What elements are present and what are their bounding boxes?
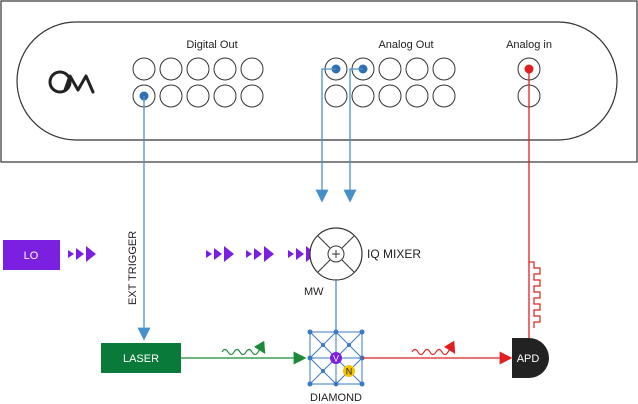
analog-out-port[interactable] <box>432 84 456 108</box>
analog-out-port[interactable] <box>405 57 429 81</box>
analog-out-port[interactable] <box>351 84 375 108</box>
digital-out-port[interactable] <box>213 57 237 81</box>
digital-out-port[interactable] <box>240 57 264 81</box>
apd-label: APD <box>517 353 540 365</box>
laser-box[interactable] <box>101 343 181 373</box>
analog-in-label: Analog in <box>506 39 552 51</box>
digital-out-port[interactable] <box>186 57 210 81</box>
analog-out-line-i <box>315 68 336 203</box>
digital-out-port[interactable] <box>186 84 210 108</box>
laser-label: LASER <box>123 353 159 365</box>
digital-out-port[interactable] <box>132 57 156 81</box>
analog-out-ports <box>324 57 456 108</box>
analog-out-port[interactable] <box>378 84 402 108</box>
nv-n-label: N <box>346 367 353 377</box>
lo-box[interactable] <box>3 240 60 270</box>
analog-out-port[interactable] <box>378 57 402 81</box>
digital-out-port[interactable] <box>159 57 183 81</box>
digital-out-port[interactable] <box>240 84 264 108</box>
controller-body <box>16 21 618 141</box>
digital-out-port[interactable] <box>159 84 183 108</box>
laser-wave <box>221 340 266 356</box>
apd-signal-pulses <box>529 261 541 328</box>
analog-out-port[interactable] <box>405 84 429 108</box>
iq-mixer-label: IQ MIXER <box>367 247 421 261</box>
digital-out-label: Digital Out <box>186 39 237 51</box>
ext-trigger-label: EXT TRIGGER <box>127 231 139 305</box>
fluorescence-wave <box>411 340 456 356</box>
iq-mixer[interactable] <box>309 227 363 281</box>
digital-out-port[interactable] <box>213 84 237 108</box>
nv-vacancy <box>330 352 342 364</box>
analog-out-port[interactable] <box>324 84 348 108</box>
analog-out-label: Analog Out <box>378 39 433 51</box>
lo-label: LO <box>24 250 39 262</box>
digital-out-ports <box>132 57 264 108</box>
mw-label: MW <box>304 286 324 298</box>
diamond-label: DIAMOND <box>310 392 362 404</box>
analog-out-line-q <box>343 68 363 203</box>
nv-v-label: V <box>333 354 339 364</box>
lo-arrows <box>68 246 316 262</box>
qm-logo: QM <box>48 70 95 94</box>
nv-nitrogen <box>343 365 355 377</box>
analog-out-port[interactable] <box>432 57 456 81</box>
apd-detector[interactable] <box>512 338 549 378</box>
